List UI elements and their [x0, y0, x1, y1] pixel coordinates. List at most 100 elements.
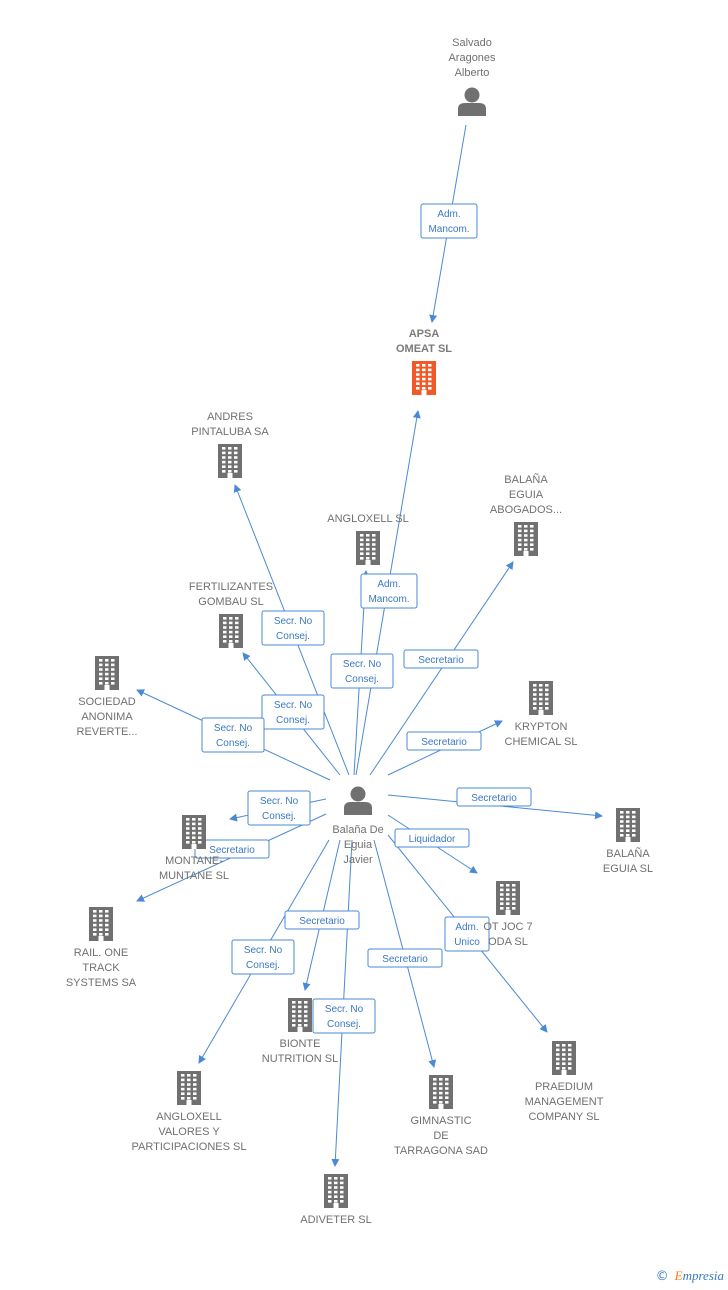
- edge-label-balana_javier-to-praedium[interactable]: Adm.Unico: [444, 916, 490, 952]
- node-montane[interactable]: MONTANE-MUNTANE SL: [159, 815, 229, 882]
- node-krypton[interactable]: KRYPTON CHEMICAL SL: [505, 681, 578, 748]
- node-adiveter[interactable]: ADIVETER SL: [300, 1174, 372, 1226]
- building-icon: [616, 808, 640, 842]
- edge-label-balana_javier-to-gimnastic[interactable]: Secretario: [367, 948, 443, 968]
- node-label-balana_eguia: EGUIA SL: [603, 863, 653, 875]
- footer: © Empresia: [656, 1268, 724, 1284]
- node-label-praedium: PRAEDIUM: [535, 1081, 593, 1093]
- edge-label-text: Secretario: [418, 655, 464, 666]
- building-icon: [182, 815, 206, 849]
- node-label-apsa: APSA: [409, 328, 440, 340]
- node-label-fertilizantes: FERTILIZANTES: [189, 581, 273, 593]
- edge-label-text: Secr. No: [214, 723, 253, 734]
- node-rail[interactable]: RAIL. ONE TRACK SYSTEMS SA: [66, 907, 137, 989]
- building-icon: [552, 1041, 576, 1075]
- edge-label-salvado-to-apsa[interactable]: Adm.Mancom.: [420, 203, 478, 239]
- node-label-rail: SYSTEMS SA: [66, 977, 137, 989]
- building-icon: [177, 1071, 201, 1105]
- edge-labels-layer: Adm.Mancom.Adm.Mancom.Secr. NoConsej.Sec…: [194, 203, 532, 1034]
- building-icon: [429, 1075, 453, 1109]
- node-label-balana_abog: EGUIA: [509, 489, 544, 501]
- node-label-apsa: OMEAT SL: [396, 343, 452, 355]
- node-label-rail: RAIL. ONE: [74, 947, 128, 959]
- edge-label-box: [247, 790, 311, 826]
- node-sociedad[interactable]: SOCIEDADANONIMAREVERTE...: [77, 656, 138, 738]
- edge-label-balana_javier-to-bionte[interactable]: Secretario: [284, 910, 360, 930]
- building-icon: [514, 522, 538, 556]
- edge-label-balana_javier-to-krypton[interactable]: Secretario: [406, 731, 482, 751]
- edge-label-text: Secr. No: [325, 1004, 364, 1015]
- edge-label-text: Consej.: [327, 1019, 361, 1030]
- node-label-andres: PINTALUBA SA: [191, 426, 269, 438]
- brand-name: mpresia: [682, 1268, 724, 1283]
- edge-label-text: Consej.: [276, 631, 310, 642]
- node-label-angloxell: ANGLOXELL SL: [327, 513, 409, 525]
- edge-label-box: [312, 998, 376, 1034]
- edge-label-box: [456, 787, 532, 807]
- node-label-joc7: ODA SL: [488, 936, 528, 948]
- edge-label-text: Secr. No: [343, 659, 382, 670]
- person-icon: [344, 786, 372, 815]
- edge-label-balana_javier-to-joc7[interactable]: Liquidador: [394, 828, 470, 848]
- node-label-gimnastic: DE: [433, 1130, 448, 1142]
- edge-label-text: Consej.: [216, 738, 250, 749]
- node-angloxell[interactable]: ANGLOXELL SL: [327, 513, 409, 565]
- edge-label-balana_javier-to-sociedad[interactable]: Secr. No Consej.: [201, 717, 265, 753]
- building-icon: [324, 1174, 348, 1208]
- edge-label-balana_javier-to-apsa[interactable]: Adm. Mancom.: [360, 573, 418, 609]
- node-label-salvado: Alberto: [455, 67, 490, 79]
- node-balana_abog[interactable]: BALAÑAEGUIAABOGADOS...: [490, 473, 562, 556]
- node-label-krypton: KRYPTON: [515, 721, 568, 733]
- edge-label-box: [201, 717, 265, 753]
- node-label-bionte: BIONTE: [280, 1038, 321, 1050]
- node-label-salvado: Salvado: [452, 37, 492, 49]
- edge-label-text: Consej.: [276, 715, 310, 726]
- edge-label-text: Unico: [454, 937, 480, 948]
- edge-label-box: [367, 948, 443, 968]
- person-icon: [458, 87, 486, 116]
- edge-label-balana_javier-to-adiveter[interactable]: Secr. No Consej.: [312, 998, 376, 1034]
- node-label-sociedad: ANONIMA: [81, 711, 133, 723]
- node-label-krypton: CHEMICAL SL: [505, 736, 578, 748]
- building-icon: [412, 361, 436, 395]
- edge-label-balana_javier-to-balana_abog[interactable]: Secretario: [403, 649, 479, 669]
- building-icon: [89, 907, 113, 941]
- edge-label-text: Consej.: [262, 811, 296, 822]
- node-label-rail: TRACK: [82, 962, 120, 974]
- edge-label-text: Secretario: [471, 793, 517, 804]
- edge-label-text: Secretario: [299, 916, 345, 927]
- edge-label-box: [406, 731, 482, 751]
- node-label-balana_abog: BALAÑA: [504, 473, 548, 486]
- edge-label-text: Secr. No: [244, 945, 283, 956]
- edge-label-box: [403, 649, 479, 669]
- edge-label-text: Mancom.: [368, 594, 409, 605]
- brand-logo[interactable]: Empresia: [675, 1268, 724, 1284]
- edge-label-text: Mancom.: [428, 224, 469, 235]
- edge-label-balana_javier-to-fertilizantes[interactable]: Secr. No Consej.: [261, 694, 325, 730]
- edge-label-box: [261, 694, 325, 730]
- node-label-balana_javier: Eguia: [344, 839, 373, 851]
- edge-label-text: Adm.: [377, 579, 400, 590]
- edge-label-box: [360, 573, 418, 609]
- node-label-adiveter: ADIVETER SL: [300, 1214, 372, 1226]
- edge-label-box: [420, 203, 478, 239]
- edge-label-balana_javier-to-balana_eguia[interactable]: Secretario: [456, 787, 532, 807]
- building-icon: [218, 444, 242, 478]
- node-apsa[interactable]: APSA OMEAT SL: [396, 328, 452, 395]
- edge-label-text: Secr. No: [274, 700, 313, 711]
